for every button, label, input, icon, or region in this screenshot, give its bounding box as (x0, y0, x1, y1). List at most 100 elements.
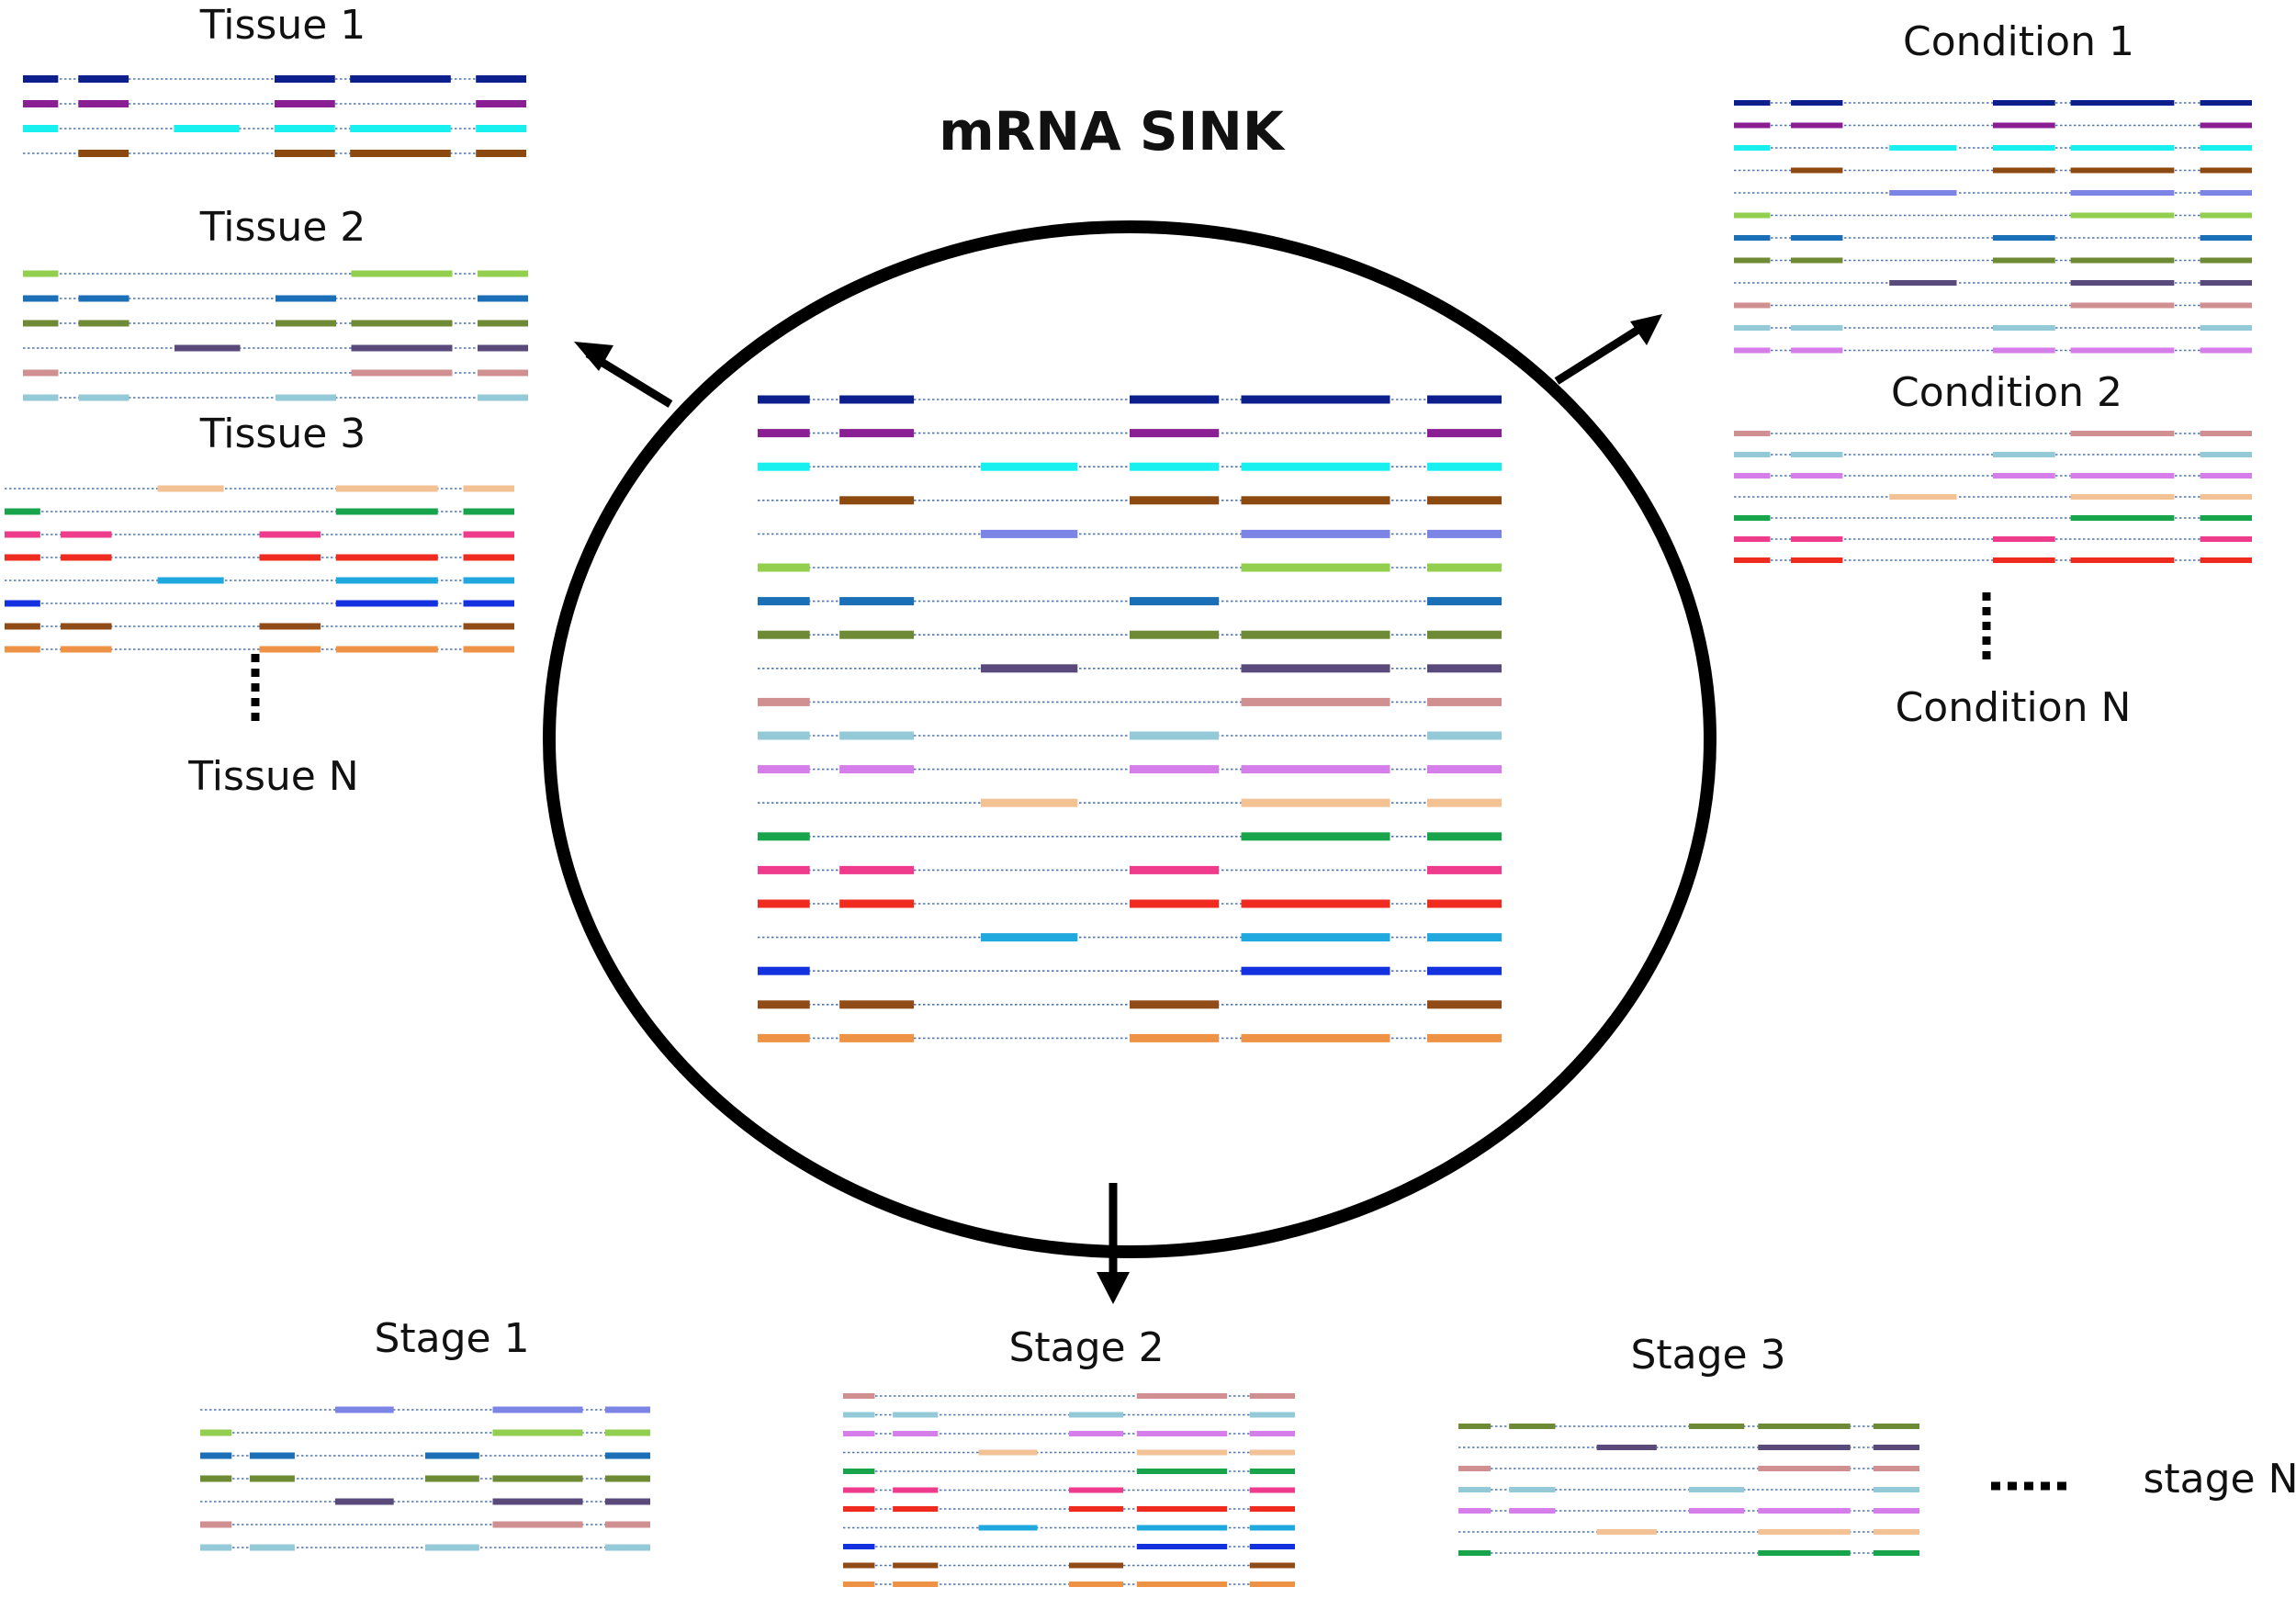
transcript-row (758, 832, 1502, 841)
exon-bar (2070, 431, 2175, 436)
exon-bar (1241, 697, 1390, 706)
transcript-row (1458, 1508, 1919, 1514)
condition-2-transcripts (1734, 431, 2252, 563)
transcript-row (200, 1429, 650, 1436)
exon-bar (492, 1475, 583, 1482)
exon-bar (200, 1544, 232, 1551)
exon-bar (425, 1544, 479, 1551)
exon-bar (425, 1475, 479, 1482)
exon-bar (1873, 1508, 1919, 1514)
exon-bar (351, 320, 453, 327)
transcript-row (23, 100, 526, 107)
exon-bar (1427, 597, 1502, 606)
exon-bar (1130, 597, 1220, 606)
transcript-row (843, 1487, 1295, 1493)
transcript-row (23, 320, 528, 327)
exon-bar (351, 270, 453, 277)
exon-bar (2200, 347, 2252, 354)
exon-bar (1458, 1487, 1491, 1492)
arrows (574, 314, 1662, 1304)
exon-bar (1130, 899, 1220, 908)
exon-bar (1136, 1506, 1228, 1512)
arrow-to-tissue-head (574, 342, 613, 371)
tissue-1-label: Tissue 1 (199, 2, 366, 49)
transcript-row (1734, 325, 2252, 331)
transcript-row (758, 865, 1502, 874)
transcript-row (843, 1582, 1295, 1587)
exon-bar (78, 150, 129, 157)
exon-bar (758, 765, 810, 774)
exon-bar (1993, 473, 2055, 478)
exon-bar (23, 394, 59, 401)
exon-bar (2200, 452, 2252, 457)
transcript-row (1734, 190, 2252, 196)
exon-bar (1791, 557, 1843, 563)
exon-bar (476, 125, 526, 132)
exon-bar (476, 100, 526, 107)
exon-bar (843, 1431, 875, 1436)
exon-bar (78, 100, 129, 107)
exon-bar (839, 731, 915, 740)
exon-bar (1791, 167, 1843, 174)
stage-1-label: Stage 1 (374, 1315, 529, 1362)
exon-bar (249, 1544, 295, 1551)
exon-bar (758, 597, 810, 606)
exon-bar (2070, 100, 2175, 106)
exon-bar (1241, 563, 1390, 572)
exon-bar (839, 1033, 915, 1042)
exon-bar (978, 1525, 1038, 1531)
transcript-row (5, 646, 514, 653)
exon-bar (2200, 494, 2252, 500)
transcript-row (843, 1431, 1295, 1436)
exon-bar (2200, 431, 2252, 436)
transcript-row (5, 531, 514, 538)
exon-bar (425, 1452, 479, 1459)
exon-bar (1758, 1424, 1851, 1429)
transcript-row (843, 1393, 1295, 1399)
exon-bar (1249, 1431, 1295, 1436)
exon-bar (1458, 1466, 1491, 1471)
exon-bar (758, 1033, 810, 1042)
transcript-row (758, 529, 1502, 538)
exon-bar (200, 1521, 232, 1528)
exon-bar (1734, 473, 1771, 478)
exon-bar (350, 75, 451, 83)
exon-bar (839, 765, 915, 774)
transcript-row (758, 731, 1502, 740)
exon-bar (758, 429, 810, 438)
exon-bar (893, 1562, 939, 1569)
exon-bar (463, 600, 514, 607)
exon-bar (1249, 1393, 1295, 1399)
exon-bar (1069, 1506, 1124, 1512)
exon-bar (1734, 452, 1771, 457)
exon-bar (1241, 395, 1390, 404)
exon-bar (23, 369, 59, 377)
exon-bar (2070, 145, 2175, 151)
exon-bar (1509, 1424, 1556, 1429)
transcript-row (1734, 347, 2252, 354)
exon-bar (1689, 1424, 1745, 1429)
exon-bar (463, 531, 514, 538)
exon-bar (1689, 1508, 1745, 1514)
exon-bar (1458, 1550, 1491, 1556)
exon-bar (478, 369, 528, 377)
exon-bar (2200, 302, 2252, 309)
exon-bar (843, 1544, 875, 1549)
transcript-row (1458, 1445, 1919, 1450)
exon-bar (1873, 1424, 1919, 1429)
transcript-row (1734, 280, 2252, 286)
exon-bar (1993, 167, 2055, 174)
exon-bar (1734, 347, 1771, 354)
transcript-row (1734, 212, 2252, 219)
exon-bar (1993, 257, 2055, 264)
exon-bar (1427, 1033, 1502, 1042)
exon-bar (605, 1544, 650, 1551)
exon-bar (1993, 100, 2055, 106)
exon-bar (605, 1429, 650, 1436)
exon-bar (1734, 235, 1771, 241)
exon-bar (1734, 122, 1771, 129)
exon-bar (1069, 1431, 1124, 1436)
exon-bar (758, 395, 810, 404)
exon-bar (1427, 563, 1502, 572)
exon-bar (1249, 1506, 1295, 1512)
